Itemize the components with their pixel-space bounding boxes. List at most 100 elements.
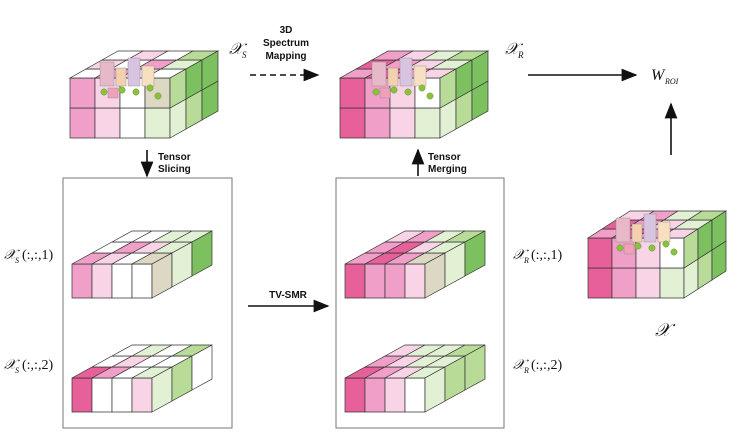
cube-cell: [659, 267, 685, 299]
scene-building: [387, 67, 399, 87]
slab-r1: [344, 230, 486, 299]
cube-cell: [364, 107, 391, 139]
cube-cell: [471, 50, 489, 91]
slice-s2-index: (:,:,2): [22, 358, 53, 373]
slab-s2: [71, 344, 213, 413]
scene-building: [657, 221, 671, 243]
cube-cell: [191, 230, 213, 277]
cube-cell: [201, 50, 219, 91]
cube-x: [586, 210, 728, 299]
cube-cell: [389, 107, 416, 139]
scene-tree: [100, 88, 108, 96]
scene-building: [99, 61, 115, 87]
slice-r1-x: 𝒳: [513, 248, 529, 263]
cube-cell: [414, 107, 441, 139]
scene-building: [115, 67, 127, 87]
cube-cell: [464, 230, 486, 277]
label-spectrum: Spectrum: [263, 38, 309, 49]
scene-building: [413, 65, 427, 87]
scene-tree: [132, 88, 140, 96]
cube-cell: [111, 377, 133, 413]
slice-r2-index: (:,:,2): [531, 358, 562, 373]
scene-tree: [146, 84, 154, 92]
cube-cell: [587, 237, 613, 269]
slicing-panel: [62, 177, 233, 429]
cube-cell: [364, 377, 386, 413]
cube-cell: [71, 377, 93, 413]
scene-tree: [418, 84, 426, 92]
cube-cell: [635, 267, 661, 299]
scene-building: [141, 65, 155, 87]
cube-cell: [131, 263, 153, 299]
label-tensor-s: Tensor: [158, 152, 191, 163]
cube-cell: [91, 377, 113, 413]
cube-cell: [339, 77, 366, 109]
scene-building: [631, 223, 643, 243]
cube-cell: [91, 263, 113, 299]
label-tensor-m: Tensor: [428, 152, 461, 163]
scene-tree: [662, 240, 670, 248]
cube-cell: [191, 344, 213, 391]
scene-building: [127, 57, 141, 87]
scene-building: [371, 61, 387, 87]
slab-s1: [71, 230, 213, 299]
scene-building: [107, 87, 119, 99]
cube-cell: [404, 377, 426, 413]
scene-tree: [426, 92, 434, 100]
cube-cell: [344, 263, 366, 299]
symbol-x: 𝒳: [655, 320, 676, 340]
slice-s2-x: 𝒳: [4, 358, 20, 373]
scene-building: [623, 243, 635, 255]
symbol-wroi: W: [651, 67, 666, 84]
cube-cell: [119, 107, 146, 139]
cube-cell: [635, 237, 661, 269]
slab-r2: [344, 344, 486, 413]
cube-cell: [94, 107, 121, 139]
symbol-xs-sub: S: [242, 50, 247, 60]
scene-tree: [648, 244, 656, 252]
symbol-wroi-sub: ROI: [664, 77, 679, 86]
cube-cell: [364, 263, 386, 299]
scene-tree: [154, 92, 162, 100]
cube-xr: [338, 50, 490, 139]
cube-cell: [587, 267, 613, 299]
label-slicing: Slicing: [158, 164, 191, 175]
cube-cell: [131, 377, 153, 413]
merging-panel: [335, 177, 505, 429]
slice-s2-sub: S: [15, 366, 19, 375]
scene-building: [643, 213, 657, 243]
cube-cell: [711, 210, 727, 251]
scene-tree: [616, 244, 624, 252]
slice-r2-sub: R: [523, 366, 529, 375]
cube-cell: [384, 263, 406, 299]
cube-cell: [111, 263, 133, 299]
label-tv-smr: TV-SMR: [269, 290, 308, 301]
scene-tree: [372, 88, 380, 96]
cube-cell: [611, 267, 637, 299]
slice-s1-sub: S: [15, 256, 19, 265]
scene-tree: [118, 86, 126, 94]
cube-cell: [144, 107, 171, 139]
scene-tree: [670, 248, 678, 256]
symbol-xr-sub: R: [517, 50, 524, 60]
scene-tree: [404, 88, 412, 96]
cube-cell: [69, 77, 96, 109]
scene-building: [615, 217, 631, 243]
cube-cell: [339, 107, 366, 139]
cube-cell: [69, 107, 96, 139]
label-merging: Merging: [428, 164, 467, 175]
slice-r1-index: (:,:,1): [531, 248, 562, 263]
scene-building: [379, 87, 391, 99]
label-mapping: Mapping: [265, 51, 306, 62]
slice-r1-sub: R: [523, 256, 529, 265]
cube-cell: [384, 377, 406, 413]
cube-cell: [71, 263, 93, 299]
scene-building: [399, 57, 413, 87]
slice-r2-x: 𝒳: [513, 358, 529, 373]
cube-cell: [344, 377, 366, 413]
label-3d: 3D: [280, 25, 293, 36]
scene-tree: [634, 242, 642, 250]
scene-tree: [390, 86, 398, 94]
